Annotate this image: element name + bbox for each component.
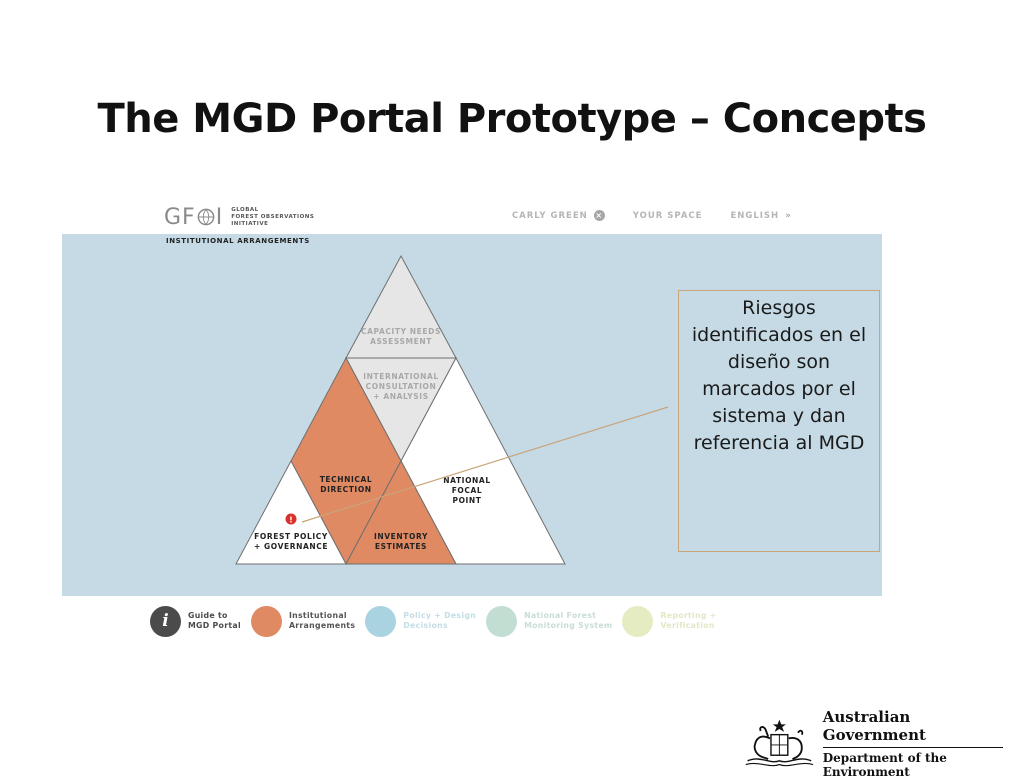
intl-label-2: CONSULTATION [366,382,437,391]
nav-reporting-verification[interactable]: Reporting + Verification [622,605,717,637]
intl-label-1: INTERNATIONAL [363,372,439,381]
nav-institutional-label: Institutional Arrangements [288,611,356,630]
nfp-label-2: FOCAL [452,486,483,495]
nav-circle-green [486,605,518,637]
your-space-link[interactable]: YOUR SPACE [632,210,703,221]
nav-circle-yellow [622,605,654,637]
capacity-label-1: CAPACITY NEEDS [361,327,441,336]
user-menu[interactable]: CARLY GREEN × [512,210,605,221]
inv-label-2: ESTIMATES [375,542,427,551]
nfp-label-3: POINT [452,496,481,505]
nav-forest-monitoring[interactable]: National Forest Monitoring System [486,605,613,637]
department-name: Department of the Environment [822,751,947,779]
tech-label-1: TECHNICAL [320,475,373,484]
close-icon[interactable]: × [593,210,605,221]
australian-government-logo: Australian Government Department of the … [742,708,1024,779]
header-nav: CARLY GREEN × YOUR SPACE ENGLISH » [512,210,792,221]
nav-policy-label: Policy + Design Decisions [403,611,477,630]
portal-bottom-nav: i Guide to MGD Portal Institutional Arra… [150,603,727,639]
language-select[interactable]: ENGLISH » [730,210,792,221]
slide-title: The MGD Portal Prototype – Concepts [97,96,927,142]
user-name: CARLY GREEN [511,210,588,221]
intl-label-3: + ANALYSIS [373,392,428,401]
inv-label-1: INVENTORY [374,532,428,541]
gfoi-logo[interactable]: GF I GLOBAL FOREST OBSERVATIONS INITIATI… [164,204,314,230]
fp-label-1: FOREST POLICY [254,532,328,541]
gov-name: Australian Government [822,708,1003,748]
logo-mark-left: GF [164,204,196,230]
info-icon: i [150,605,181,637]
segment-forest-policy[interactable] [235,459,347,565]
nav-circle-blue [365,605,397,637]
nav-reporting-label: Reporting + Verification [660,611,717,630]
nav-circle-orange [250,605,282,637]
fp-label-2: + GOVERNANCE [254,542,328,551]
logo-mark-right: I [215,204,224,230]
institutional-triangle-diagram: CAPACITY NEEDS ASSESSMENT INTERNATIONAL … [235,254,669,566]
nfp-label-1: NATIONAL [443,476,490,485]
risk-warning-icon[interactable]: ! [285,513,297,525]
portal-header: GF I GLOBAL FOREST OBSERVATIONS INITIATI… [62,196,882,234]
capacity-label-2: ASSESSMENT [370,337,432,346]
callout-box: Riesgos identificados en el diseño son m… [678,290,880,552]
globe-icon [197,208,215,226]
nav-institutional-arrangements[interactable]: Institutional Arrangements [250,605,356,637]
logo-text: GLOBAL FOREST OBSERVATIONS INITIATIVE [231,206,315,227]
svg-text:!: ! [289,516,293,525]
segment-inventory-estimates[interactable] [345,459,457,565]
chevron-down-icon: » [785,210,792,221]
nav-guide-label: Guide to MGD Portal [188,611,241,630]
callout-text: Riesgos identificados en el diseño son m… [691,297,867,454]
nav-monitoring-label: National Forest Monitoring System [524,611,613,630]
coat-of-arms-icon [745,719,814,766]
section-label: INSTITUTIONAL ARRANGEMENTS [166,237,310,245]
nav-guide-to-mgd[interactable]: i Guide to MGD Portal [150,605,241,637]
tech-label-2: DIRECTION [320,485,371,494]
callout-connector-line [301,406,669,523]
nav-policy-design[interactable]: Policy + Design Decisions [365,605,477,637]
